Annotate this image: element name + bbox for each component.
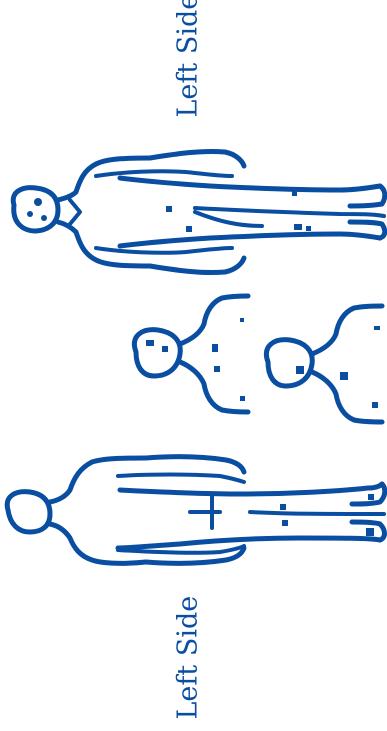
head-shoulders-figure-2 [266,306,382,422]
wound-mark [280,504,286,510]
neck-mark [70,200,80,224]
wound-mark [294,224,302,230]
wound-mark [292,188,297,196]
upper-arm-inner [118,475,244,483]
wound-mark [374,326,380,330]
wound-mark [166,206,172,212]
wound-mark [366,528,374,536]
wound-mark [41,215,47,221]
upper-arm-inner [96,171,232,176]
wound-mark [212,344,218,352]
lower-body-edge [120,234,380,246]
leg-split-line [250,512,384,514]
head-outline [7,492,50,532]
wound-mark [240,396,245,401]
upper-shoulder-outline [180,296,248,344]
wound-mark [368,494,374,500]
upper-shoulder-outline [50,458,146,502]
wound-mark [306,226,311,231]
upper-body-edge [120,178,380,190]
lower-arm-outline [150,258,244,273]
upper-arm-outline [150,151,244,166]
groin-line [195,212,262,226]
full-body-front-figure [13,151,385,272]
lower-body-edge [118,538,380,548]
wound-mark [282,520,288,526]
upper-arm-outline [146,457,244,472]
lower-shoulder-outline [50,524,146,563]
head-outline [134,330,180,376]
full-body-back-figure [7,457,385,564]
wound-mark [296,366,304,374]
head-outline [13,188,58,231]
upper-body-edge [120,484,382,494]
wound-mark [214,366,220,372]
head-outline [266,340,312,386]
wound-mark [240,318,244,322]
wound-mark [340,372,348,380]
wound-mark [34,198,42,206]
upper-shoulder-outline [312,306,382,354]
wound-mark [162,346,168,352]
lower-arm-inner [96,248,232,253]
wound-mark [27,211,33,217]
wound-mark [146,340,154,346]
leg-split-line [195,208,384,216]
wound-mark [186,226,192,232]
head-shoulders-figure-1 [134,296,248,412]
wound-mark [372,402,378,408]
